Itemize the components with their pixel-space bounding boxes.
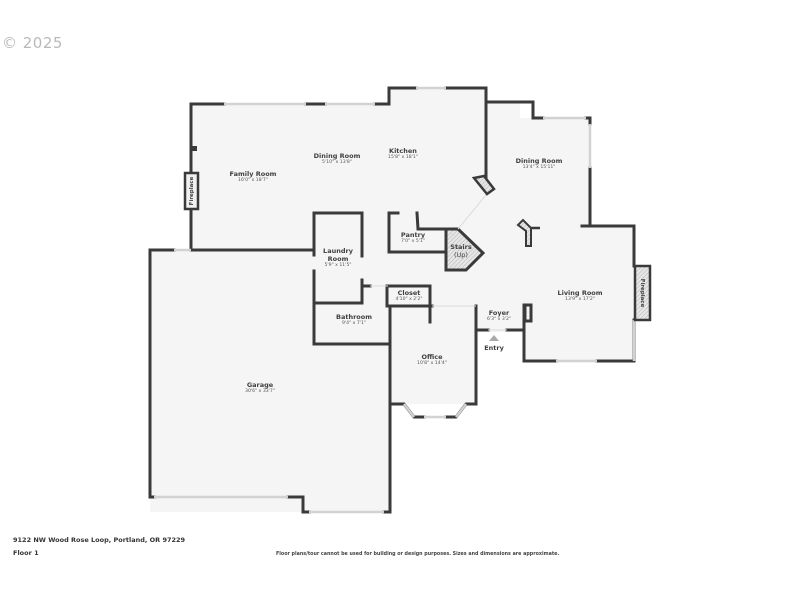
room-garage: Garage 30'6" x 33'7" <box>245 381 275 395</box>
room-dining-room-2: Dining Room 13'4" x 15'11" <box>516 157 563 171</box>
room-name: Kitchen <box>389 147 417 155</box>
room-dimensions: 7'0" x 5'1" <box>400 239 426 244</box>
room-living-room: Living Room 13'9" x 17'2" <box>557 289 602 303</box>
room-name: Entry <box>484 344 504 352</box>
room-family-room: Family Room 16'0" x 18'7" <box>230 170 277 184</box>
room-name: Office <box>421 353 443 361</box>
dining-pillar <box>516 218 532 247</box>
openings <box>370 194 507 331</box>
room-name: Bathroom <box>336 313 372 321</box>
kitchen-column <box>471 174 496 196</box>
room-name: Pantry <box>400 231 426 239</box>
room-dimensions: 13'9" x 17'2" <box>565 297 595 302</box>
room-name-line2: Room <box>327 255 349 263</box>
room-name: Closet <box>397 289 421 297</box>
room-dining-room-1: Dining Room 5'10" x 13'8" <box>314 152 361 166</box>
room-dimensions: 16'0" x 18'7" <box>238 178 268 183</box>
room-dimensions: 6'3" x 3'2" <box>486 317 512 322</box>
disclaimer-text: Floor plans/tour cannot be used for buil… <box>276 552 560 557</box>
room-dimensions: 4'10" x 2'2" <box>395 297 423 302</box>
fireplace-right <box>633 264 652 322</box>
property-address: 9122 NW Wood Rose Loop, Portland, OR 972… <box>13 536 186 544</box>
room-name: Garage <box>246 381 274 389</box>
room-dimensions: 5'10" x 13'8" <box>322 160 352 165</box>
entry-arrow-icon <box>489 335 499 341</box>
room-stairs: Stairs (Up) <box>450 243 471 259</box>
room-pantry: Pantry 7'0" x 5'1" <box>401 231 425 245</box>
room-dimensions: 15'8" x 18'1" <box>388 155 418 160</box>
room-dimensions: 10'8" x 14'4" <box>417 361 447 366</box>
fireplace-left-label: Fireplace <box>189 176 195 206</box>
room-subtitle: (Up) <box>454 251 468 259</box>
room-office: Office 10'8" x 14'4" <box>417 353 447 367</box>
room-name: Dining Room <box>515 157 563 165</box>
room-kitchen: Kitchen 15'8" x 18'1" <box>388 147 418 161</box>
room-entry: Entry <box>484 344 504 352</box>
room-name: Stairs <box>450 243 472 251</box>
copyright-text: © 2025 <box>2 34 63 52</box>
room-name: Living Room <box>557 289 603 297</box>
room-foyer: Foyer 6'3" x 3'2" <box>487 309 511 323</box>
room-closet: Closet 4'10" x 2'2" <box>395 289 422 303</box>
floor-fill <box>150 88 634 512</box>
room-dimensions: 30'6" x 33'7" <box>245 389 275 394</box>
room-dimensions: 5'9" x 11'5" <box>324 263 352 268</box>
room-name: Foyer <box>488 309 510 317</box>
room-laundry: Laundry Room 5'9" x 11'5" <box>323 247 353 269</box>
room-dimensions: 9'4" x 7'1" <box>341 321 367 326</box>
fireplace-right-label: Fireplace <box>639 278 645 308</box>
fireplace-left <box>183 171 200 211</box>
room-bathroom: Bathroom 9'4" x 7'1" <box>336 313 372 327</box>
room-name: Dining Room <box>313 152 361 160</box>
room-name: Laundry <box>323 247 353 255</box>
floor-label: Floor 1 <box>13 549 39 557</box>
room-name: Family Room <box>229 170 277 178</box>
windows <box>154 86 636 514</box>
room-dimensions: 13'4" x 15'11" <box>522 165 556 170</box>
